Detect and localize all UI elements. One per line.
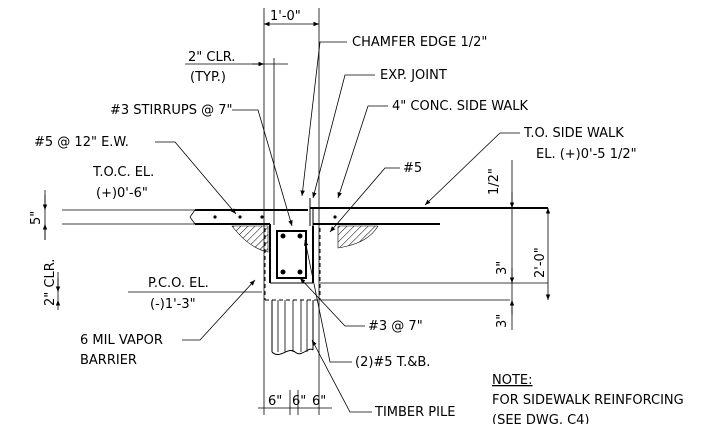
dim-6-inch-b-label: 6" [292,394,306,409]
dim-3-inch-upper-label: 3" [495,261,510,275]
note-line-1: FOR SIDEWALK REINFORCING [492,393,684,408]
pco-value-label: (-)1'-3" [150,297,196,312]
pco-el-label: P.C.O. EL. [148,276,209,291]
exp-joint-label: EXP. JOINT [380,68,447,83]
dim-6-inch-a-label: 6" [268,394,282,409]
dim-5-inch-label: 5" [29,211,44,225]
dim-6-inch-c-label: 6" [312,394,326,409]
dim-top-label: 1'-0" [270,9,301,24]
to-sidewalk-label: T.O. SIDE WALK [523,126,624,141]
dimension-lines [42,8,551,415]
rebar-5-label: #5 [403,161,422,176]
drawing-labels: 1'-0" CHAMFER EDGE 1/2" 2" CLR. (TYP.) E… [29,9,684,424]
stirrups-label: #3 STIRRUPS @ 7" [110,103,233,118]
dim-3-inch-lower-label: 3" [495,314,510,328]
typical-label: (TYP.) [190,70,226,85]
to-sidewalk-el-label: EL. (+)0'-5 1/2" [536,147,637,162]
vapor-barrier-label-2: BARRIER [80,353,137,368]
two-rebar-5-label: (2)#5 T.&B. [355,355,430,370]
toc-value-label: (+)0'-6" [96,186,148,201]
clear-cover-label: 2" CLR. [188,50,235,65]
rebar-5-12-label: #5 @ 12" E.W. [34,135,129,150]
timber-pile-label: TIMBER PILE [374,405,455,420]
dim-2-0-label: 2'-0" [533,247,548,278]
conc-sidewalk-label: 4" CONC. SIDE WALK [392,99,528,114]
toc-el-label: T.O.C. EL. [92,165,154,180]
vapor-barrier-label-1: 6 MIL VAPOR [80,333,163,348]
note-line-2: (SEE DWG. C4) [492,413,590,424]
note-title: NOTE: [492,373,533,388]
dim-half-inch-label: 1/2" [487,168,502,195]
clear-cover-side-label: 2" CLR. [43,259,58,306]
chamfer-edge-label: CHAMFER EDGE 1/2" [352,35,487,50]
rebar-3-7-label: #3 @ 7" [368,319,423,334]
slab-geometry [62,198,548,356]
